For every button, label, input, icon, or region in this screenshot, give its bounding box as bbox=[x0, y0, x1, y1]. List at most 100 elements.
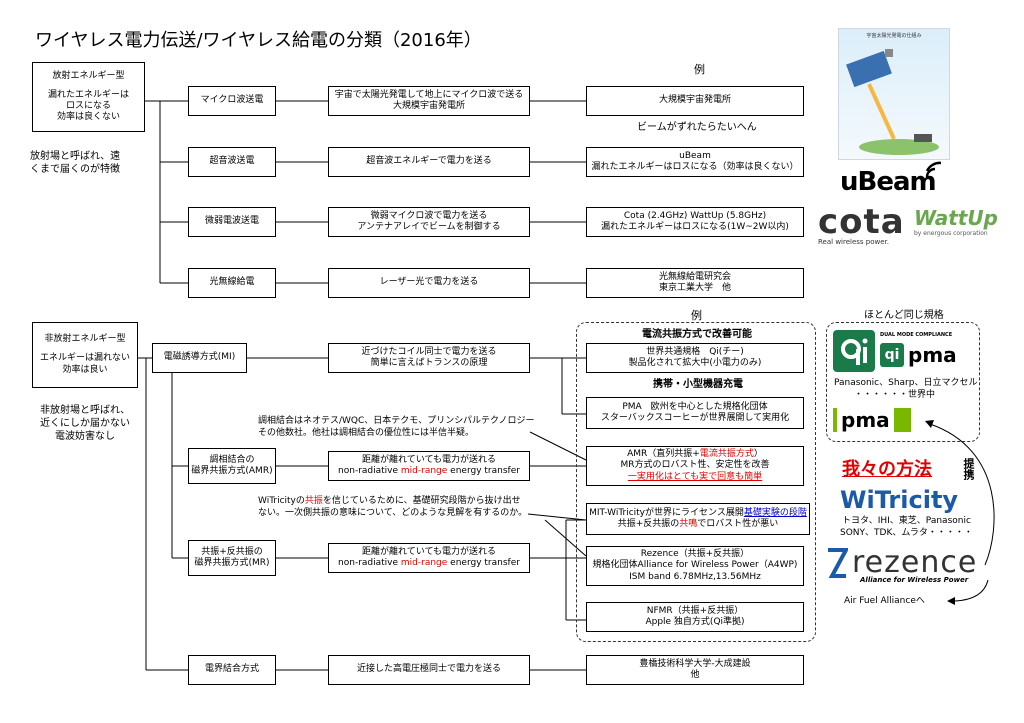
desc-optical: レーザー光で電力を送る bbox=[328, 268, 530, 298]
witricity-logo: WiTricity bbox=[840, 486, 958, 514]
desc-line: 近づけたコイル同士で電力を送る bbox=[361, 346, 497, 357]
example-electric-field: 豊橋技術科学大学-大成建設 他 bbox=[586, 655, 804, 685]
example-line: 東京工業大学 他 bbox=[658, 283, 731, 293]
example-nfmr: NFMR（共振+反共振） Apple 独自方式(Qi準拠) bbox=[586, 602, 804, 632]
wave-icon bbox=[925, 161, 942, 178]
callout-line: WiTricityの共振を信じているために、基礎研究段階から抜け出せ bbox=[258, 496, 527, 508]
example-part: でロバスト性が悪い bbox=[697, 519, 779, 529]
nonradiative-note: 非放射場と呼ばれ、 近くにしか届かない 電波妨害なし bbox=[40, 404, 130, 443]
desc-amr: 距離が離れていても電力が送れる non-radiative mid-range … bbox=[328, 451, 530, 481]
example-line: MIT-WiTricityが世界にライセンス展開基礎実験の段階 bbox=[589, 508, 807, 519]
method-line: 調相結合の bbox=[209, 454, 255, 465]
witricity-logo-text: WiTricity bbox=[840, 486, 959, 514]
members-line: ・・・・・・世界中 bbox=[854, 389, 936, 400]
desc-weak-wave: 微弱マイクロ波で電力を送る アンテナアレイでビームを制御する bbox=[328, 207, 530, 237]
satellite-icon bbox=[846, 49, 939, 155]
radiative-desc-line: ロスになる bbox=[65, 101, 111, 111]
ubeam-logo: uBeam bbox=[840, 161, 942, 197]
example-line: uBeam bbox=[679, 150, 711, 161]
example-line: MR方式のロバスト性、安定性を改善 bbox=[620, 460, 770, 471]
example-part: AMR（直列共振+ bbox=[627, 449, 700, 460]
example-line: スターバックスコーヒーが世界展開して実用化 bbox=[600, 413, 790, 423]
example-line: ISM band 6.78MHz,13.56MHz bbox=[629, 571, 761, 582]
method-electric-field: 電界結合方式 bbox=[188, 655, 276, 685]
pma-logo: pma bbox=[833, 408, 911, 432]
wattup-logo: WattUp by energous corporation bbox=[914, 206, 998, 237]
desc-line: 宇宙で太陽光発電して地上にマイクロ波で送る bbox=[334, 89, 524, 100]
dual-mode-label: DUAL MODE COMPLIANCE bbox=[880, 332, 953, 338]
pma-logo-text: pma bbox=[837, 408, 894, 432]
callout-part: を信じているために、基礎研究段階から抜け出せ bbox=[322, 496, 521, 506]
example-highlight: 電流共振方式 bbox=[699, 449, 754, 460]
witricity-members: トヨタ、IHI、東芝、Panasonic SONY、TDK、ムラタ・・・・・ bbox=[840, 516, 973, 539]
desc-electric-field: 近接した高電圧極同士で電力を送る bbox=[328, 655, 530, 685]
example-pma: PMA 欧州を中心とした規格化団体 スターバックスコーヒーが世界展開して実用化 bbox=[586, 397, 804, 429]
nonradiative-note-line: 非放射場と呼ばれ、 bbox=[40, 405, 131, 416]
example-line: 共振+反共振の共鳴でロバスト性が悪い bbox=[618, 519, 779, 530]
rezence-logo-text: rezence bbox=[852, 545, 978, 580]
dual-mode-logos: qi pma bbox=[880, 343, 957, 367]
example-header: 例 bbox=[691, 309, 702, 322]
desc-line: アンテナアレイでビームを制御する bbox=[357, 222, 501, 232]
method-optical: 光無線給電 bbox=[188, 268, 276, 298]
method-line: 共振+反共振の bbox=[201, 546, 263, 557]
desc-part: non-radiative bbox=[338, 466, 401, 476]
cota-logo: cota Real wireless power. bbox=[818, 202, 905, 246]
radiative-type-box: 放射エネルギー型 漏れたエネルギーは ロスになる 効率は良くない bbox=[32, 62, 145, 132]
radiative-label: 放射エネルギー型 bbox=[52, 70, 125, 81]
method-microwave: マイクロ波送電 bbox=[188, 86, 276, 116]
qi-logo bbox=[833, 330, 875, 372]
members-line: Panasonic、Sharp、日立マクセル bbox=[834, 378, 978, 388]
space-solar-illustration: 宇宙太陽光発電の仕組み bbox=[838, 28, 950, 160]
example-header: 例 bbox=[694, 63, 705, 76]
example-witricity: MIT-WiTricityが世界にライセンス展開基礎実験の段階 共振+反共振の共… bbox=[586, 503, 810, 535]
nonradiative-desc-line: エネルギーは漏れない bbox=[39, 353, 130, 364]
desc-line: 微弱マイクロ波で電力を送る bbox=[370, 210, 488, 221]
radiative-note-line: くまで届くのが特徴 bbox=[30, 164, 120, 175]
method-line: 磁界共振方式(AMR) bbox=[191, 466, 273, 476]
witricity-callout: WiTricityの共振を信じているために、基礎研究段階から抜け出せ ない。一次… bbox=[258, 496, 527, 519]
example-rezence: Rezence（共振+反共振） 規格化団体Alliance for Wirele… bbox=[586, 546, 804, 586]
example-line: 漏れたエネルギーはロスになる(1W~2W以内) bbox=[601, 222, 789, 232]
nonradiative-desc-line: 効率は良い bbox=[62, 364, 108, 375]
method-line: 磁界共振方式(MR) bbox=[194, 558, 270, 568]
amr-callout: 調相結合はネオテス/WQC、日本テクモ、プリンシパルテクノロジー その他数社。他… bbox=[258, 416, 535, 439]
our-method-label: 我々の方法 bbox=[842, 459, 932, 480]
example-line: 世界共通規格 Qi(チー) bbox=[646, 346, 744, 357]
resonance-group-header: 電流共振方式で改善可能 bbox=[642, 329, 752, 340]
radiative-note: 放射場と呼ばれ、遠 くまで届くのが特徴 bbox=[30, 150, 120, 176]
desc-part: energy transfer bbox=[447, 558, 520, 568]
example-highlight: 共鳴 bbox=[679, 519, 698, 529]
nonradiative-label: 非放射エネルギー型 bbox=[44, 334, 126, 345]
cota-logo-text: cota bbox=[818, 202, 905, 242]
example-line: AMR（直列共振+電流共振方式） bbox=[627, 449, 763, 460]
radiative-note-line: 放射場と呼ばれ、遠 bbox=[30, 151, 121, 162]
wattup-logo-text: WattUp bbox=[914, 206, 998, 230]
standards-frame bbox=[826, 322, 980, 442]
method-amr: 調相結合の 磁界共振方式(AMR) bbox=[188, 448, 276, 484]
mobile-group-header: 携帯・小型機器充電 bbox=[653, 379, 743, 390]
method-mr: 共振+反共振の 磁界共振方式(MR) bbox=[188, 540, 276, 576]
desc-microwave: 宇宙で太陽光発電して地上にマイクロ波で送る 大規模宇宙発電所 bbox=[328, 86, 530, 116]
members-line: SONY、TDK、ムラタ・・・・・ bbox=[840, 527, 973, 538]
desc-line: 距離が離れていても電力が送れる bbox=[361, 546, 496, 557]
example-microwave: 大規模宇宙発電所 bbox=[586, 86, 804, 116]
callout-line: その他数社。他社は調相結合の優位性には半信半疑。 bbox=[258, 427, 475, 438]
nonradiative-type-box: 非放射エネルギー型 エネルギーは漏れない 効率は良い bbox=[32, 322, 138, 388]
callout-line: ない。一次側共振の意味について、どのような見解を有するのか。 bbox=[258, 507, 528, 518]
desc-mi: 近づけたコイル同士で電力を送る 簡単に言えばトランスの原理 bbox=[328, 343, 530, 373]
example-optical: 光無線給電研究会 東京工業大学 他 bbox=[586, 268, 804, 298]
pma-small-logo: pma bbox=[908, 343, 957, 367]
qi-small-icon: qi bbox=[880, 343, 904, 367]
example-link: 基礎実験の段階 bbox=[743, 507, 807, 518]
example-line: 製品化されて拡大中(小電力のみ) bbox=[628, 358, 762, 368]
qi-icon bbox=[841, 338, 868, 365]
desc-part: non-radiative bbox=[338, 558, 401, 568]
radiative-desc-line: 効率は良くない bbox=[56, 112, 120, 123]
example-line: Apple 独自方式(Qi準拠) bbox=[645, 617, 745, 627]
airfuel-label: Air Fuel Allianceへ bbox=[844, 596, 925, 606]
microwave-note: ビームがずれたらたいへん bbox=[637, 122, 757, 133]
example-line: PMA 欧州を中心とした規格化団体 bbox=[622, 401, 768, 412]
radiative-desc-line: 漏れたエネルギーは bbox=[47, 89, 129, 100]
desc-highlight: mid-range bbox=[400, 558, 448, 568]
